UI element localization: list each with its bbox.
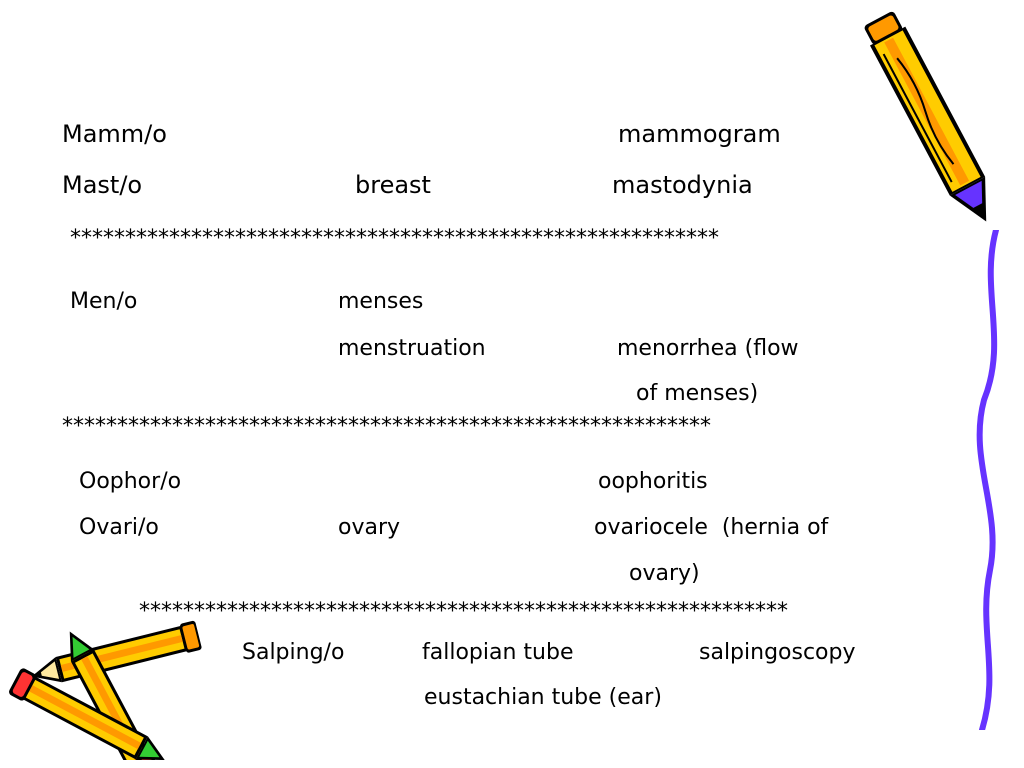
crossed-pencils-icon: [9, 620, 202, 760]
prefix-mast: Mast/o: [62, 171, 143, 199]
example-men-2: of menses): [636, 381, 759, 406]
example-ovari-1: ovariocele (hernia of: [594, 515, 829, 540]
separator-1: ****************************************…: [70, 226, 719, 251]
wavy-border: [976, 230, 999, 730]
prefix-men: Men/o: [70, 289, 138, 314]
example-salping: salpingoscopy: [699, 640, 856, 665]
prefix-ovari: Ovari/o: [79, 515, 159, 540]
meaning-men-2: menstruation: [338, 336, 486, 361]
example-men-1: menorrhea (flow: [617, 336, 799, 361]
example-oophor: oophoritis: [598, 469, 708, 494]
separator-2: ****************************************…: [62, 414, 711, 439]
prefix-salping: Salping/o: [242, 640, 345, 665]
meaning-salping-2: eustachian tube (ear): [424, 685, 662, 710]
example-ovari-2: ovary): [629, 561, 700, 586]
meaning-salping-1: fallopian tube: [422, 640, 574, 665]
meaning-ovari: ovary: [338, 515, 401, 540]
meaning-men-1: menses: [338, 289, 424, 314]
prefix-mamm: Mamm/o: [62, 120, 167, 148]
separator-3: ****************************************…: [139, 599, 788, 624]
meaning-mast: breast: [355, 171, 431, 199]
example-mamm: mammogram: [618, 120, 781, 148]
pencil-icon: [864, 11, 987, 222]
prefix-oophor: Oophor/o: [79, 469, 182, 494]
example-mast: mastodynia: [612, 171, 753, 199]
